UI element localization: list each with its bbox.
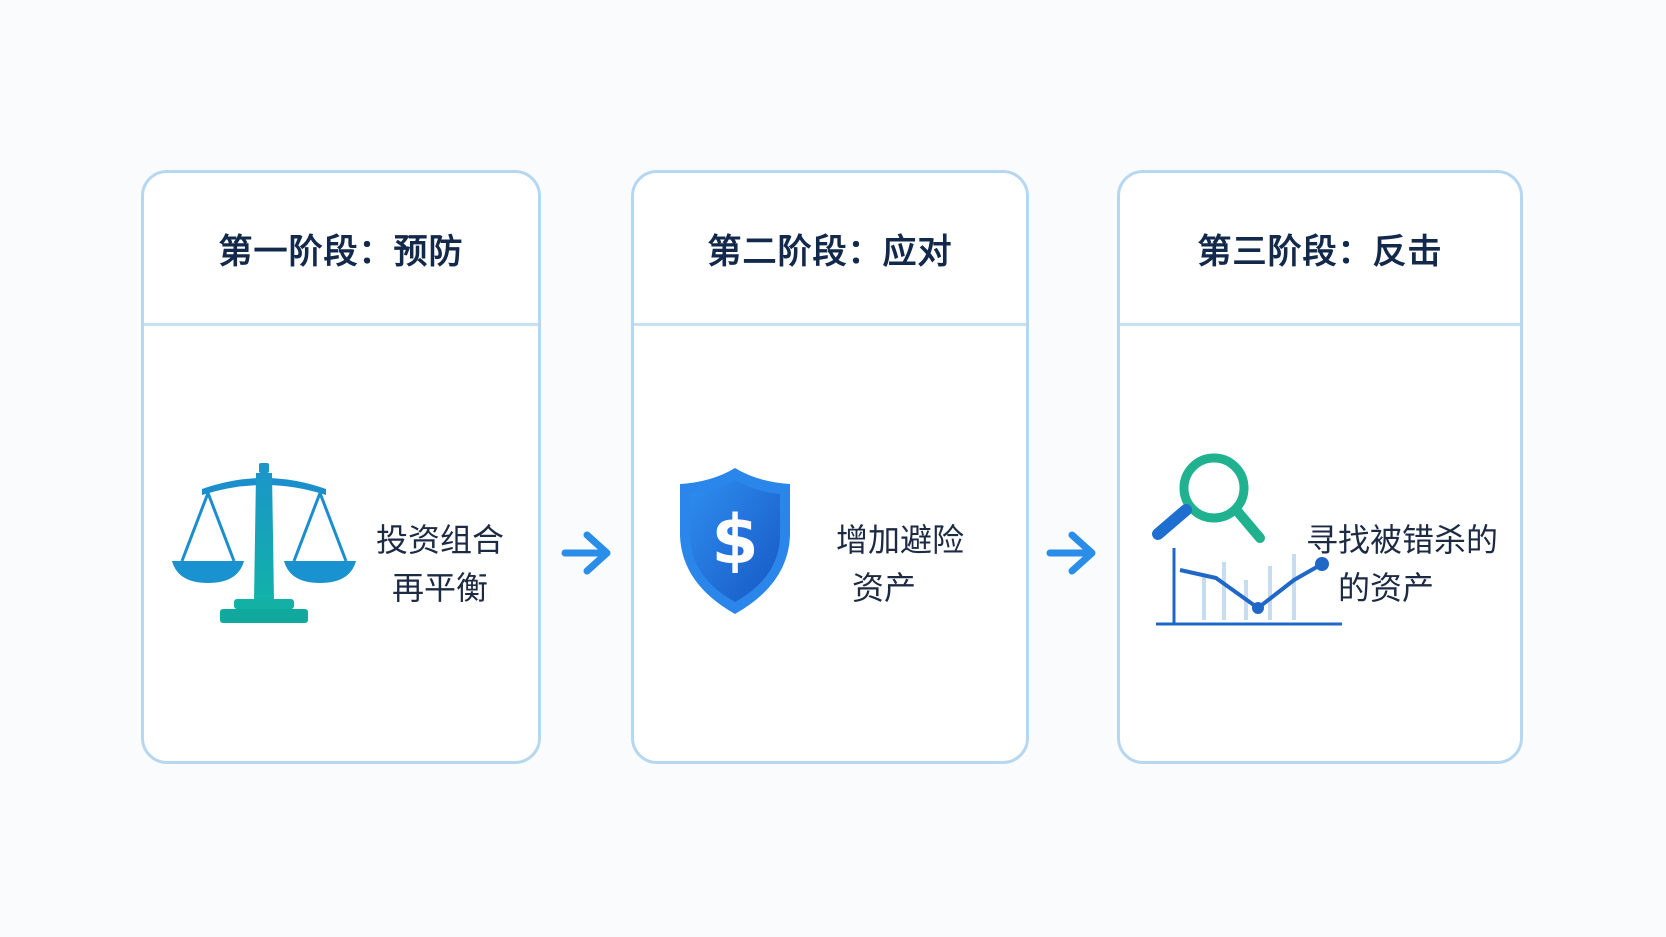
stage-title: 第三阶段：反击	[1197, 231, 1443, 272]
stage-header: 第二阶段：应对	[634, 173, 1026, 326]
stage-description-line: 寻找被错杀的	[1306, 521, 1499, 559]
dollar-glyph: $	[711, 501, 758, 580]
stage-description-line: 增加避险	[836, 521, 965, 559]
stage-title: 第二阶段：应对	[707, 231, 953, 272]
stage-description-line: 投资组合	[376, 521, 505, 559]
stage-description-line: 的资产	[1338, 569, 1435, 607]
stage-header: 第一阶段：预防	[144, 173, 538, 326]
stage-card-response: 第二阶段：应对 $ 增加避险 资产	[631, 170, 1029, 764]
stage-header: 第三阶段：反击	[1120, 173, 1520, 326]
balance-scale-icon	[172, 461, 356, 626]
stage-description: 投资组合 再平衡	[376, 516, 504, 612]
stage-description: 寻找被错杀的 的资产	[1306, 516, 1498, 612]
stage-card-counterattack: 第三阶段：反击	[1117, 170, 1523, 764]
magnifier-chart-icon	[1146, 450, 1342, 626]
stage-body: $ 增加避险 资产	[634, 326, 1026, 761]
stage-title: 第一阶段：预防	[218, 231, 464, 272]
stage-description: 增加避险 资产	[836, 516, 964, 612]
stage-description-line: 资产	[852, 569, 917, 607]
stage-description-line: 再平衡	[392, 569, 489, 607]
stage-body: 投资组合 再平衡	[144, 326, 538, 761]
dollar-shield-icon: $	[678, 466, 792, 616]
stage-body: 寻找被错杀的 的资产	[1120, 326, 1520, 761]
arrow-right-icon	[561, 530, 613, 576]
arrow-right-icon	[1046, 530, 1098, 576]
stage-card-prevention: 第一阶段：预防	[141, 170, 541, 764]
